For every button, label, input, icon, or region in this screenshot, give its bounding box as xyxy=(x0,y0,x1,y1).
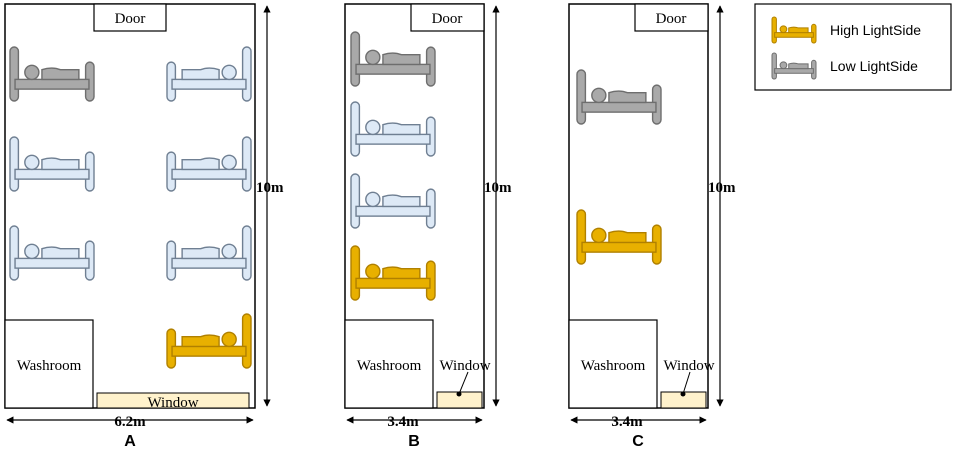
room-a-width-label: 6.2m xyxy=(114,414,146,430)
room-c-height-label: 10m xyxy=(708,180,736,196)
bed-icon xyxy=(9,225,95,281)
bed-icon xyxy=(166,46,252,102)
room-b-washroom-label: Washroom xyxy=(357,358,422,374)
bed-icon xyxy=(166,136,252,192)
legend: High LightSide Low LightSide xyxy=(754,3,952,91)
room-b-width-label: 3.4m xyxy=(387,414,419,430)
bed-icon xyxy=(350,173,436,229)
bed-icon xyxy=(350,31,436,87)
room-a: Door Washroom Window 10m 6.2m A xyxy=(4,3,284,450)
room-a-door-label: Door xyxy=(115,11,146,27)
room-a-door xyxy=(93,3,167,32)
bed-icon xyxy=(576,209,662,265)
legend-label-low: Low LightSide xyxy=(830,58,918,74)
legend-box xyxy=(754,3,952,91)
room-c: Door Washroom Window 10m 3.4m C xyxy=(568,3,736,450)
room-c-washroom-label: Washroom xyxy=(581,358,646,374)
legend-label-high: High LightSide xyxy=(830,22,921,38)
room-b-door xyxy=(410,3,485,32)
room-a-window-label: Window xyxy=(147,395,198,411)
room-c-washroom xyxy=(568,319,658,409)
room-a-washroom-label: Washroom xyxy=(17,358,82,374)
room-c-width-label: 3.4m xyxy=(611,414,643,430)
bed-icon xyxy=(166,313,252,369)
bed-icon xyxy=(9,136,95,192)
room-b-window-label: Window xyxy=(439,358,490,374)
room-a-caption: A xyxy=(124,433,136,450)
room-c-window-leader xyxy=(682,371,691,395)
room-b-caption: B xyxy=(408,433,420,450)
legend-bed-icon-low xyxy=(771,52,817,80)
room-b-window-leader xyxy=(458,371,469,395)
bed-icon xyxy=(350,245,436,301)
bed-icon xyxy=(9,46,95,102)
room-c-beds xyxy=(576,69,662,265)
room-b-height-label: 10m xyxy=(484,180,512,196)
room-c-caption: C xyxy=(632,433,644,450)
room-a-window xyxy=(96,392,250,409)
bed-icon xyxy=(350,101,436,157)
room-c-window-label: Window xyxy=(663,358,714,374)
room-a-washroom xyxy=(4,319,94,409)
room-b: Door Washroom Window 10m 3.4m B xyxy=(344,3,512,450)
legend-bed-icon-high xyxy=(771,16,817,44)
room-c-door xyxy=(634,3,709,32)
room-c-door-label: Door xyxy=(656,11,687,27)
room-b-beds xyxy=(350,31,436,301)
room-a-beds xyxy=(9,46,252,369)
bed-icon xyxy=(576,69,662,125)
bed-icon xyxy=(166,225,252,281)
room-a-height-label: 10m xyxy=(256,180,284,196)
room-b-door-label: Door xyxy=(432,11,463,27)
room-b-washroom xyxy=(344,319,434,409)
